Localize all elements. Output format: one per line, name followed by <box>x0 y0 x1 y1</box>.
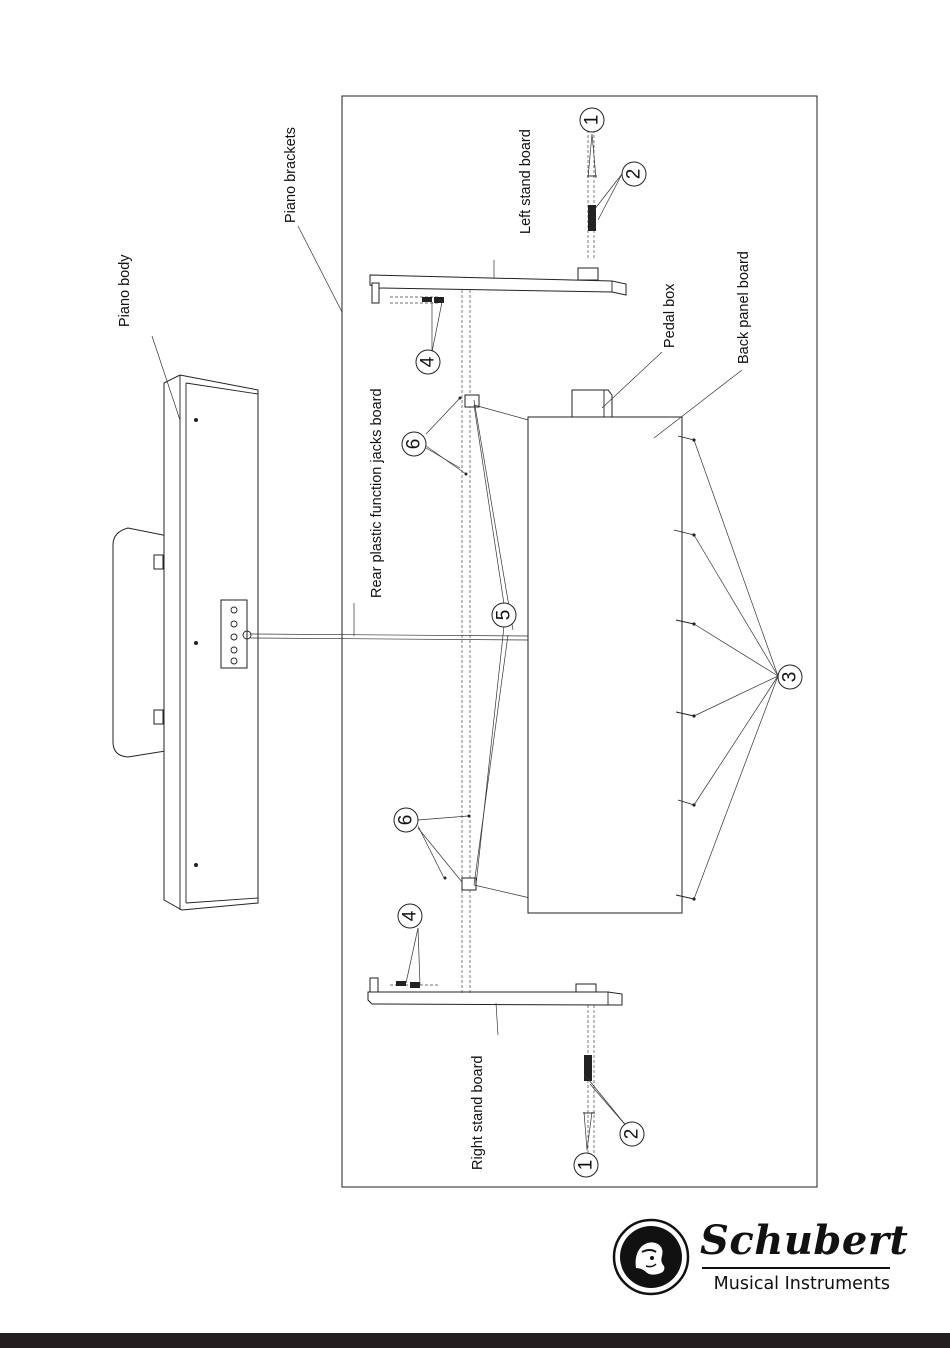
label-back-panel-board: Back panel board <box>736 251 752 364</box>
schubert-logo-icon <box>612 1218 690 1296</box>
svg-text:1: 1 <box>576 1160 597 1171</box>
callout-6-top: 6 <box>402 432 426 456</box>
svg-text:3: 3 <box>780 672 801 683</box>
label-left-stand-board: Left stand board <box>518 129 534 234</box>
callout-5: 5 <box>492 603 516 627</box>
label-piano-brackets: Piano brackets <box>283 127 299 223</box>
svg-text:4: 4 <box>400 910 421 921</box>
callout-3: 3 <box>778 665 802 689</box>
callout-4-bottom: 4 <box>398 904 422 928</box>
brand-divider <box>702 1267 890 1269</box>
callout-4-top: 4 <box>416 350 440 374</box>
callout-6-bottom: 6 <box>394 808 418 832</box>
callout-2-top: 2 <box>622 162 646 186</box>
label-right-stand-board: Right stand board <box>470 1056 486 1170</box>
callout-1-top: 1 <box>580 108 604 132</box>
svg-text:2: 2 <box>624 169 645 180</box>
stand-parts-drawing <box>368 115 696 1170</box>
svg-text:4: 4 <box>418 356 439 367</box>
label-pedal-box: Pedal box <box>662 283 678 348</box>
svg-text:6: 6 <box>396 815 417 826</box>
piano-body-drawing <box>113 375 258 910</box>
svg-text:1: 1 <box>582 115 603 126</box>
brand-name: Schubert <box>700 1216 900 1266</box>
svg-text:2: 2 <box>622 1129 643 1140</box>
label-rear-jacks-board: Rear plastic function jacks board <box>369 388 385 598</box>
svg-text:5: 5 <box>494 610 515 621</box>
brand-tagline: Musical Instruments <box>700 1272 890 1296</box>
callout-2-bottom: 2 <box>620 1122 644 1146</box>
svg-text:6: 6 <box>404 439 425 450</box>
footer-bar <box>0 1333 950 1348</box>
callout-1-bottom: 1 <box>574 1153 598 1177</box>
label-piano-body: Piano body <box>117 254 133 327</box>
